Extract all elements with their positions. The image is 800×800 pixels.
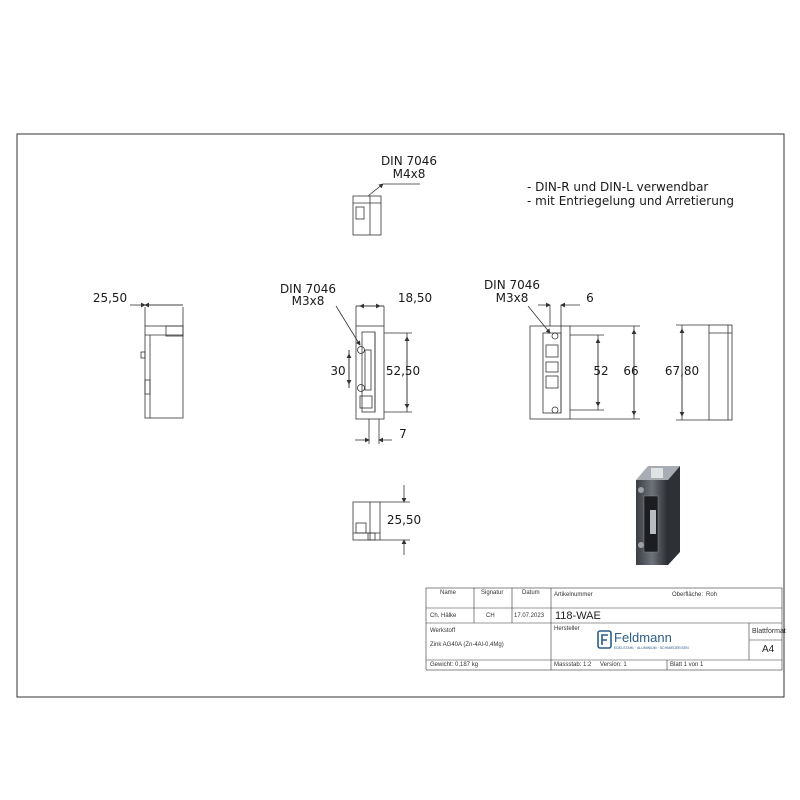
tb-scale: Massstab: 1:2 — [554, 662, 592, 668]
top-view — [352, 183, 420, 236]
dim-right-top-width: 6 — [586, 291, 594, 305]
dim-bottom-view-height: 25,50 — [387, 513, 421, 527]
front-callout-line2: M3x8 — [292, 294, 325, 308]
tb-material-header: Werkstoff — [430, 628, 456, 634]
dim-right-inner-height: 52 — [593, 364, 608, 378]
front-callout-line1: DIN 7046 — [280, 282, 336, 296]
tb-weight: Gewicht: 0,187 kg — [430, 662, 479, 668]
far-right-view — [676, 324, 733, 421]
title-block-grid — [425, 587, 783, 671]
tb-date-header: Datum — [522, 590, 540, 596]
dim-side-width: 25,50 — [93, 291, 127, 305]
dim-right-outer-height: 66 — [623, 364, 638, 378]
tb-sheet-format-value: A4 — [762, 644, 775, 655]
tb-signature-header: Signatur — [481, 590, 504, 596]
note-line-2: - mit Entriegelung und Arretierung — [527, 194, 734, 208]
tb-sheet: Blatt 1 von 1 — [670, 662, 704, 668]
sheet-border — [16, 133, 785, 698]
top-callout-line2: M4x8 — [393, 167, 426, 181]
dim-front-bottom-width: 7 — [399, 427, 407, 441]
tb-date-value: 17.07.2023 — [514, 613, 545, 619]
right-front-view — [527, 302, 640, 420]
tb-name-value: Ch. Hälke — [430, 613, 457, 619]
right-callout-line2: M3x8 — [496, 291, 529, 305]
tb-name-header: Name — [440, 590, 457, 596]
dim-far-right-height: 67,80 — [665, 364, 699, 378]
tb-material-value: Zink AG40A (Zn-4Al-0,4Mg) — [430, 642, 504, 648]
bottom-view — [352, 485, 410, 555]
tb-article-header: Artikelnummer — [554, 592, 593, 598]
right-callout-line1: DIN 7046 — [484, 278, 540, 292]
tb-surface-value: Roh — [706, 592, 718, 598]
side-view — [130, 302, 184, 419]
tb-logo-text: Feldmann — [614, 630, 672, 645]
dim-front-left-height: 30 — [330, 364, 345, 378]
tb-sheet-format-header: Blattformat — [752, 628, 786, 635]
tb-signature-value: CH — [486, 613, 495, 619]
front-view — [335, 303, 412, 444]
dim-front-top-width: 18,50 — [398, 291, 432, 305]
top-callout-line1: DIN 7046 — [381, 154, 437, 168]
tb-logo-tagline: EDELSTAHL · ALUMINIUM · SCHMIEDEEISEN — [614, 646, 689, 650]
note-line-1: - DIN-R und DIN-L verwendbar — [527, 180, 708, 194]
dim-front-right-height: 52,50 — [386, 364, 420, 378]
feldmann-logo-icon — [597, 630, 612, 649]
tb-surface-header: Oberfläche: — [672, 592, 704, 598]
tb-manufacturer-header: Hersteller — [554, 626, 580, 632]
product-render — [636, 466, 680, 565]
tb-article-value: 118-WAE — [555, 610, 601, 622]
tb-version: Version: 1 — [600, 662, 627, 668]
